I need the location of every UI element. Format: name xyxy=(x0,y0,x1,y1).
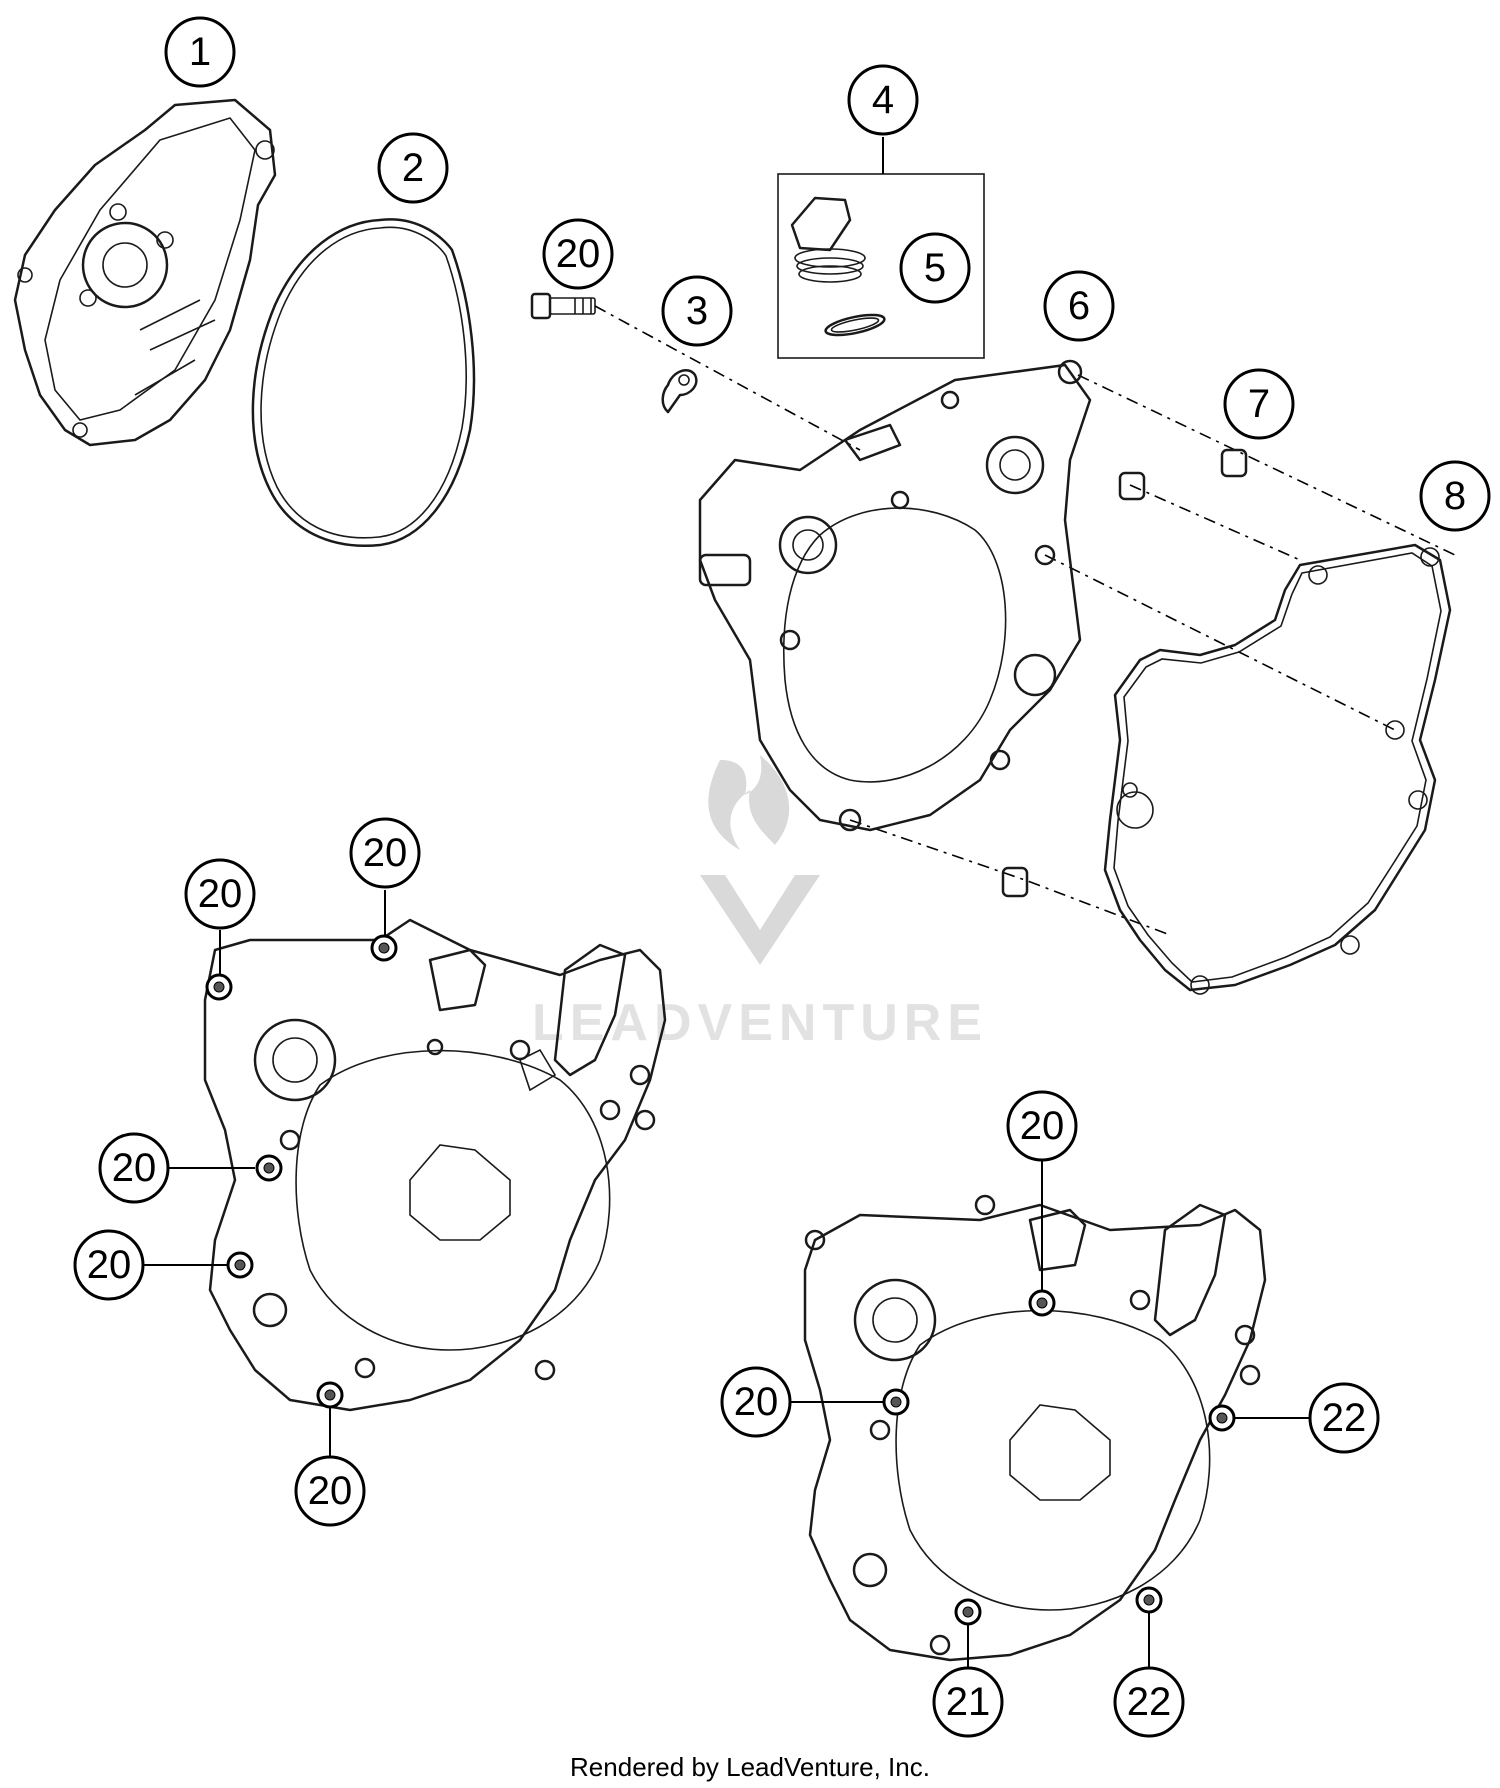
callout-20-right-left: 20 xyxy=(720,1366,792,1438)
callout-21: 21 xyxy=(932,1666,1004,1738)
callout-1: 1 xyxy=(164,16,236,88)
svg-text:1: 1 xyxy=(189,30,211,74)
svg-text:20: 20 xyxy=(308,1469,353,1513)
callout-22-right: 22 xyxy=(1308,1382,1380,1454)
svg-text:20: 20 xyxy=(198,872,243,916)
callout-2: 2 xyxy=(377,132,449,204)
callout-7: 7 xyxy=(1223,368,1295,440)
clip-part-3 xyxy=(661,369,698,414)
svg-text:3: 3 xyxy=(686,289,708,333)
svg-text:22: 22 xyxy=(1322,1396,1367,1440)
callout-20-left-lower: 20 xyxy=(73,1229,145,1301)
bolt-part-20-top xyxy=(530,292,596,320)
callout-3: 3 xyxy=(661,275,733,347)
svg-text:4: 4 xyxy=(872,78,894,122)
leader-lines xyxy=(143,137,1310,1668)
callout-4: 4 xyxy=(847,64,919,136)
svg-text:20: 20 xyxy=(556,232,601,276)
dowel-sleeves-part-7 xyxy=(1001,448,1248,898)
svg-text:20: 20 xyxy=(87,1243,132,1287)
generator-cover xyxy=(13,98,277,447)
cover-assembly-view-right xyxy=(803,1194,1267,1662)
footer-credit: Rendered by LeadVenture, Inc. xyxy=(570,1752,930,1782)
callout-20-left-upper: 20 xyxy=(349,817,421,889)
callout-5: 5 xyxy=(899,232,971,304)
watermark-text: LEADVENTURE xyxy=(532,994,988,1052)
cover-gasket xyxy=(251,218,476,547)
svg-text:8: 8 xyxy=(1444,474,1466,518)
svg-text:20: 20 xyxy=(734,1380,779,1424)
svg-text:22: 22 xyxy=(1127,1680,1172,1724)
svg-text:21: 21 xyxy=(946,1680,991,1724)
callout-20-right-top: 20 xyxy=(1006,1090,1078,1162)
svg-text:20: 20 xyxy=(1020,1104,1065,1148)
cover-assembly-view-left xyxy=(203,918,667,1412)
leadventure-watermark: LEADVENTURE xyxy=(532,755,988,1052)
oil-plug xyxy=(790,196,866,283)
cover-gasket-part-8 xyxy=(1103,543,1452,995)
callout-20-left-middle: 20 xyxy=(98,1132,170,1204)
callout-22-bottom: 22 xyxy=(1113,1666,1185,1738)
callout-6: 6 xyxy=(1043,270,1115,342)
callout-20-left-top: 20 xyxy=(184,858,256,930)
callout-20-top: 20 xyxy=(542,218,614,290)
clutch-cover-part-6 xyxy=(698,359,1092,832)
svg-text:6: 6 xyxy=(1068,284,1090,328)
svg-text:20: 20 xyxy=(112,1146,157,1190)
svg-text:5: 5 xyxy=(924,246,946,290)
bolt-markers xyxy=(205,934,1236,1626)
svg-text:2: 2 xyxy=(402,146,424,190)
callout-20-left-bottom: 20 xyxy=(294,1455,366,1527)
assembly-lines xyxy=(594,305,1456,936)
svg-text:20: 20 xyxy=(363,831,408,875)
oil-plug-kit-box xyxy=(777,173,985,359)
o-ring-part-5 xyxy=(824,313,886,337)
svg-text:7: 7 xyxy=(1248,382,1270,426)
callout-8: 8 xyxy=(1419,460,1491,532)
